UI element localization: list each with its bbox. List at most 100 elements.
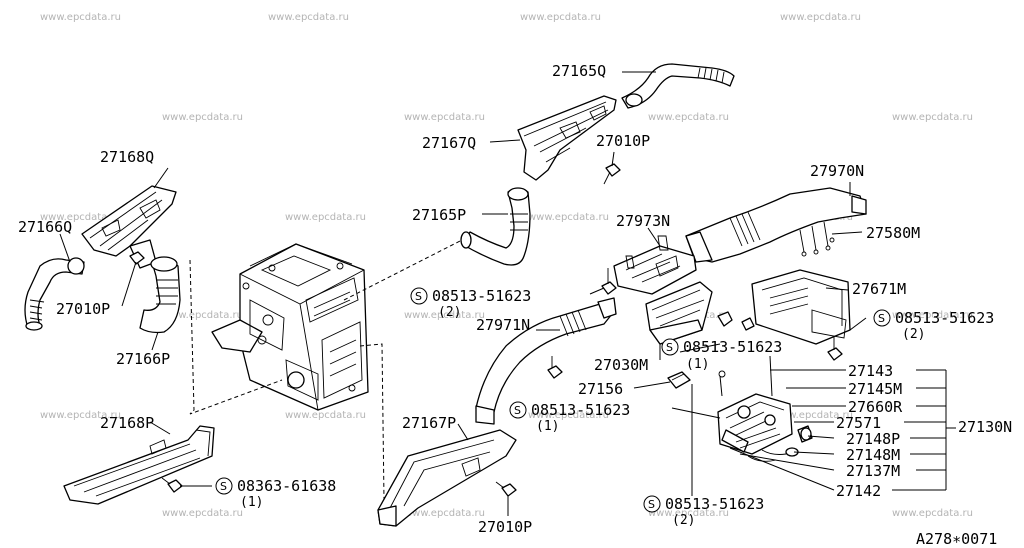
watermark: www.epcdata.ru [892,310,973,321]
defroster-nozzle-27167q-icon [517,95,617,181]
part-label: 27156 [578,380,623,398]
part-label: 27168Q [100,148,154,166]
screw-part-number: 08513-51623 [432,287,531,305]
screw-icon [603,163,621,185]
screw-quantity: (1) [536,419,559,434]
watermark: www.epcdata.ru [404,310,485,321]
dashed-guide-lines [189,239,463,501]
part-label: 27148M [846,446,900,464]
part-label: 27168P [100,414,154,432]
watermark: www.epcdata.ru [528,410,609,421]
part-label: 27166P [116,350,170,368]
watermark: www.epcdata.ru [404,508,485,519]
side-vent-27671m-icon [751,269,851,345]
screw-callouts: S 08513-51623 (2) S 08513-51623 (2) S 08… [215,287,994,528]
watermark: www.epcdata.ru [772,410,853,421]
hose-27165p-icon [460,187,531,266]
part-label: 27148P [846,430,900,448]
part-label: 27973N [616,212,670,230]
screw-quantity: (2) [438,305,461,320]
part-label: 27165Q [552,62,606,80]
screw-icon [161,477,183,493]
watermark: www.epcdata.ru [40,12,121,23]
part-label: 27970N [810,162,864,180]
hose-27166p-icon [139,256,181,334]
screw-symbol: S [666,341,673,354]
screw-part-number: 08513-51623 [665,495,764,513]
screw-quantity: (2) [902,327,925,342]
part-label: 27030M [594,356,648,374]
screw-symbol-icon [661,338,679,356]
screw-part-number: 08513-51623 [531,401,630,419]
screw-symbol: S [878,312,885,325]
screw-symbol: S [415,290,422,303]
part-label: 27971N [476,316,530,334]
watermark: www.epcdata.ru [40,212,121,223]
watermark: www.epcdata.ru [780,12,861,23]
part-label: 27010P [596,132,650,150]
screw-icon [547,268,843,379]
heater-unit-icon [211,243,369,411]
screw-quantity: (1) [240,495,263,510]
part-label: 27145M [848,380,902,398]
part-label: 27137M [846,462,900,480]
part-label: 27130N [958,418,1012,436]
hose-27165q-icon [621,63,735,109]
part-label: 27010P [478,518,532,536]
screw-symbol: S [648,498,655,511]
watermark: www.epcdata.ru [648,112,729,123]
watermark: www.epcdata.ru [528,212,609,223]
watermark: www.epcdata.ru [268,12,349,23]
screw-symbol-icon [873,309,891,327]
screw-icon [129,251,145,265]
ventilator-duct-27970n-icon [685,187,867,263]
part-label: 27010P [56,300,110,318]
clip-icon [717,311,755,331]
watermark: www.epcdata.ru [892,112,973,123]
figure-code: A278∗0071 [916,530,997,548]
screw-symbol: S [514,404,521,417]
screw-symbol-icon [410,287,428,305]
center-vent-27973n-icon [613,235,697,295]
watermark: www.epcdata.ru [285,212,366,223]
screw-part-number: 08363-61638 [237,477,336,495]
watermark: www.epcdata.ru [285,410,366,421]
watermark: www.epcdata.ru [520,12,601,23]
screw-symbol-icon [215,477,233,495]
screw-icon [495,481,517,497]
screw-quantity: (1) [686,357,709,372]
part-label: 27166Q [18,218,72,236]
watermark-layer: www.epcdata.ru www.epcdata.ru www.epcdat… [40,12,973,519]
watermark: www.epcdata.ru [162,310,243,321]
part-label: 27571 [836,414,881,432]
part-label: 27580M [866,224,920,242]
part-labels: 27165Q 27167Q 27010P 27970N 27168Q 27166… [18,62,1012,548]
screw-symbol-icon [509,401,527,419]
leader-lines [59,71,956,516]
part-label: 27167Q [422,134,476,152]
part-label: 27671M [852,280,906,298]
part-label: 27167P [402,414,456,432]
part-label: 27165P [412,206,466,224]
screw-part-number: 08513-51623 [683,338,782,356]
part-label: 27142 [836,482,881,500]
watermark: www.epcdata.ru [404,112,485,123]
watermark: www.epcdata.ru [162,508,243,519]
duct-27030m-icon [645,281,713,345]
watermark: www.epcdata.ru [892,508,973,519]
screw-symbol: S [220,480,227,493]
part-label: 27660R [848,398,903,416]
screw-part-number: 08513-51623 [895,309,994,327]
watermark: www.epcdata.ru [162,112,243,123]
screw-symbol-icon [643,495,661,513]
defroster-nozzle-27168q-icon [81,185,177,269]
screw-quantity: (2) [672,513,695,528]
watermark: www.epcdata.ru [648,508,729,519]
ventilator-duct-27971n-icon [475,297,617,425]
bracket-27156-icon [667,371,691,389]
watermark: www.epcdata.ru [40,410,121,421]
rear-duct-27167p-icon [377,429,517,527]
part-label: 27143 [848,362,893,380]
floor-duct-27168p-icon [63,425,215,505]
